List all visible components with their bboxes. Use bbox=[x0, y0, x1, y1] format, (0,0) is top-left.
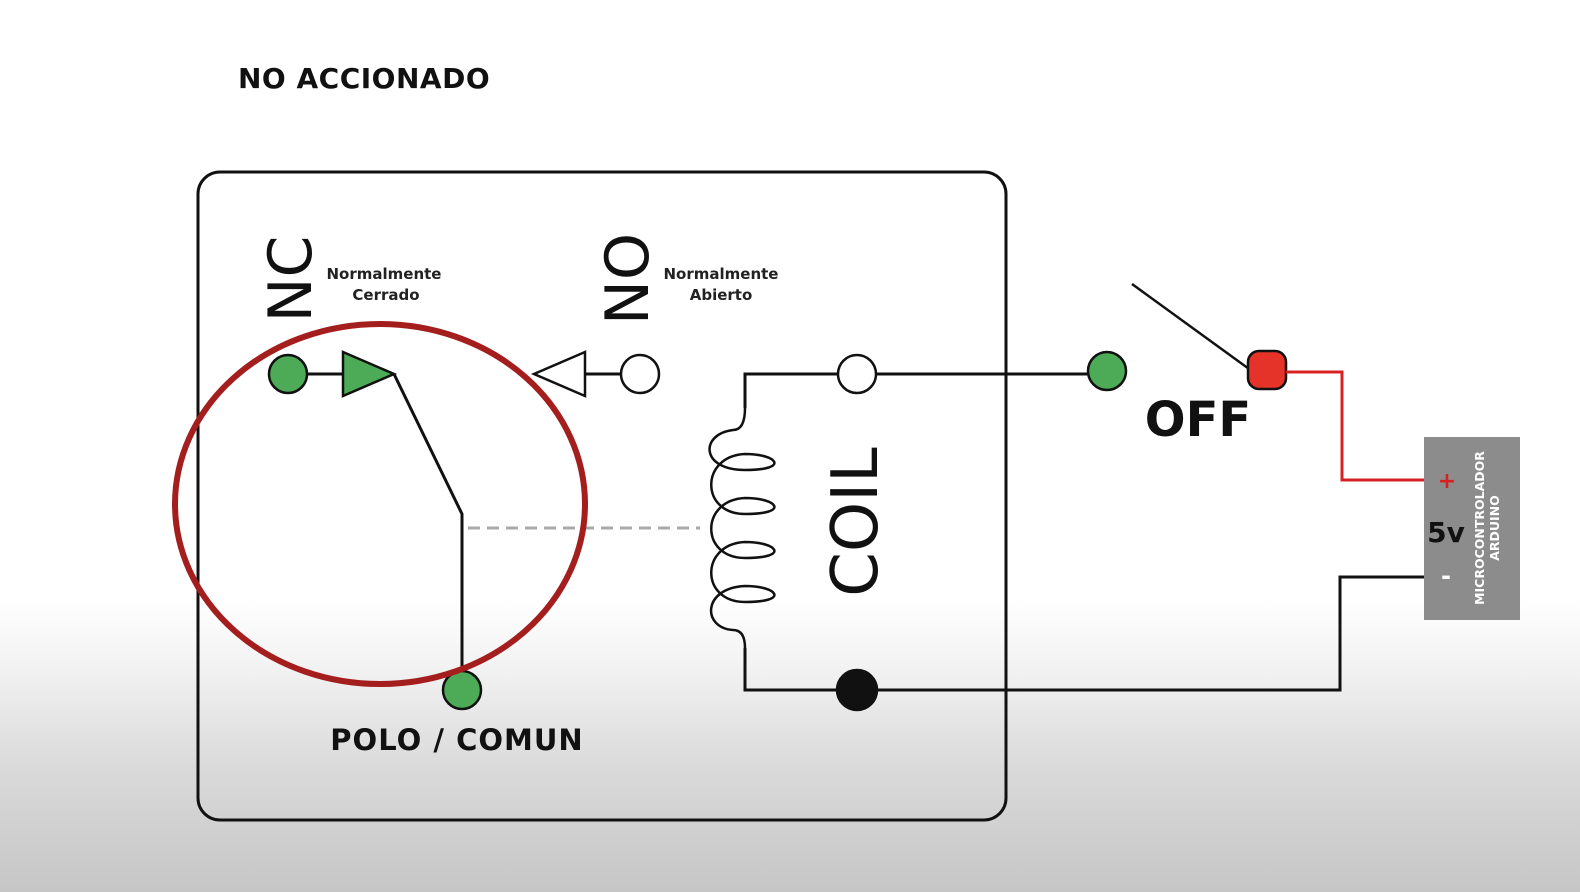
switch-green-terminal bbox=[1086, 350, 1128, 392]
switch-lever bbox=[1131, 282, 1257, 376]
positive-wire bbox=[1286, 370, 1424, 482]
no-desc-line2: Abierto bbox=[690, 286, 753, 304]
plus-sign: + bbox=[1438, 469, 1456, 494]
coil-top-wire bbox=[743, 372, 837, 408]
highlight-circle bbox=[172, 321, 588, 687]
nc-label: NC bbox=[256, 236, 326, 323]
coil-bottom-terminal bbox=[835, 668, 879, 712]
switch-state-label: OFF bbox=[1145, 392, 1251, 448]
minus-sign: - bbox=[1441, 562, 1451, 590]
armature-arm bbox=[392, 373, 464, 690]
relay-body bbox=[196, 170, 1008, 822]
coil-top-terminal bbox=[836, 353, 878, 395]
no-terminal bbox=[619, 353, 661, 395]
board-name-line1: MICROCONTROLADOR bbox=[1472, 451, 1487, 605]
nc-desc-line1: Normalmente bbox=[327, 265, 442, 283]
arduino-board bbox=[1424, 437, 1520, 620]
nc-terminal bbox=[267, 353, 309, 395]
coil-winding bbox=[708, 407, 776, 649]
nc-contact-arrow bbox=[341, 350, 398, 398]
common-label: POLO / COMUN bbox=[330, 723, 583, 757]
nc-desc-line2: Cerrado bbox=[352, 286, 419, 304]
coil-label: COIL bbox=[819, 447, 893, 597]
coil-bottom-wire bbox=[743, 648, 837, 692]
board-name-line2: ARDUINO bbox=[1487, 495, 1502, 561]
no-contact-arrow bbox=[530, 350, 587, 398]
no-desc-line1: Normalmente bbox=[664, 265, 779, 283]
switch-red-terminal[interactable] bbox=[1246, 349, 1288, 391]
voltage-label: 5v bbox=[1427, 516, 1465, 549]
no-label: NO bbox=[593, 233, 663, 325]
page-title: NO ACCIONADO bbox=[238, 62, 491, 95]
negative-wire bbox=[877, 575, 1424, 692]
